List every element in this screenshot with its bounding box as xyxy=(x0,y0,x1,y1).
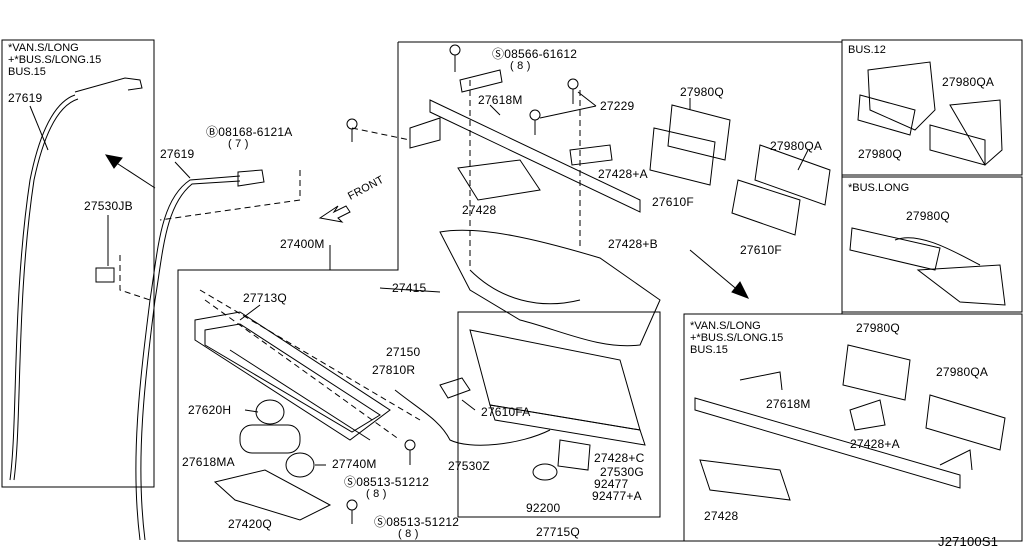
label-27428a: 27428+A xyxy=(598,167,648,181)
label-27980qa-bus12: 27980QA xyxy=(942,75,995,89)
label-27428: 27428 xyxy=(462,203,497,217)
label-27618m: 27618M xyxy=(478,93,523,107)
screws xyxy=(346,44,579,524)
label-27428a-br: 27428+A xyxy=(850,437,900,451)
sub-assembly-frame-27715q xyxy=(457,311,661,518)
label-92477a: 92477+A xyxy=(592,489,642,503)
label-27229: 27229 xyxy=(600,99,635,113)
label-27715q: 27715Q xyxy=(536,525,580,539)
label-27980qa-br: 27980QA xyxy=(936,365,989,379)
label-27530z: 27530Z xyxy=(448,459,490,473)
motor-27740m xyxy=(239,399,315,478)
blower-unit xyxy=(469,329,646,481)
label-27428b: 27428+B xyxy=(608,237,658,251)
callout-lines xyxy=(29,91,809,466)
label-92200: 92200 xyxy=(526,501,561,515)
vent-frames xyxy=(649,104,831,236)
inset-caption-bus-long: *BUS.LONG xyxy=(848,182,910,194)
label-27610f-1: 27610F xyxy=(652,195,694,209)
label-27150: 27150 xyxy=(386,345,421,359)
label-27530g: 27530G xyxy=(600,465,644,479)
label-27530jb: 27530JB xyxy=(84,199,133,213)
label-27428c: 27428+C xyxy=(594,451,645,465)
label-27740m: 27740M xyxy=(332,457,377,471)
label-27610f-2: 27610F xyxy=(740,243,782,257)
label-27428-br: 27428 xyxy=(704,509,739,523)
duct-27415 xyxy=(439,229,661,347)
cover-27420q xyxy=(213,469,332,521)
drain-hose-inset-27619 xyxy=(9,77,143,481)
inset-caption-top-left: *VAN.S/LONG +*BUS.S/LONG.15 BUS.15 xyxy=(8,42,102,78)
front-arrow-icon xyxy=(318,205,351,223)
direction-arrows xyxy=(104,154,750,299)
label-27980qa: 27980QA xyxy=(770,139,823,153)
label-27619: 27619 xyxy=(160,147,195,161)
label-92477: 92477 xyxy=(594,477,629,491)
label-27618m-br: 27618M xyxy=(766,397,811,411)
label-27980q-long: 27980Q xyxy=(906,209,950,223)
brackets-27428 xyxy=(457,144,613,201)
inset-frame-bus-long xyxy=(841,176,1023,313)
label-27620h: 27620H xyxy=(188,403,232,417)
label-screw-08513-b: Ⓢ08513-51212 xyxy=(374,515,460,529)
diagram-id: J27100S1 xyxy=(938,534,999,549)
label-bolt-08168-qty: ( 7 ) xyxy=(228,138,249,150)
inset-caption-bus12: BUS.12 xyxy=(848,44,886,56)
label-27618ma: 27618MA xyxy=(182,455,235,469)
label-27980q: 27980Q xyxy=(680,85,724,99)
clip-27530jb xyxy=(95,215,115,283)
label-screw-08513-a-qty: ( 8 ) xyxy=(366,488,387,500)
label-27713q: 27713Q xyxy=(243,291,287,305)
bus-long-ducts xyxy=(849,227,1006,306)
bus12-ducts xyxy=(857,61,1003,166)
inset-frame-top-left xyxy=(1,39,155,488)
label-27610fa: 27610FA xyxy=(481,405,531,419)
label-bolt-08168: Ⓑ08168-6121A xyxy=(206,125,293,139)
label-screw-08566-qty: ( 8 ) xyxy=(510,60,531,72)
drain-hose-27619 xyxy=(135,169,265,541)
label-27980q-bus12: 27980Q xyxy=(858,147,902,161)
label-27980q-br: 27980Q xyxy=(856,321,900,335)
inset-caption-bottom-right: *VAN.S/LONG +*BUS.S/LONG.15 BUS.15 xyxy=(690,320,784,356)
label-27810r: 27810R xyxy=(372,363,416,377)
main-assembly-frame xyxy=(177,41,843,542)
label-27400m: 27400M xyxy=(280,237,325,251)
label-screw-08513-a: Ⓢ08513-51212 xyxy=(344,475,430,489)
leader-lines xyxy=(119,80,581,441)
label-27619-inset: 27619 xyxy=(8,91,43,105)
bottom-right-assembly xyxy=(694,344,1006,501)
harness-27530z xyxy=(394,377,551,446)
housing-27713q xyxy=(194,311,391,441)
label-screw-08566: Ⓢ08566-61612 xyxy=(492,47,578,61)
label-27420q: 27420Q xyxy=(228,517,272,531)
bracket-27618m xyxy=(409,69,641,213)
label-screw-08513-b-qty: ( 8 ) xyxy=(398,528,419,540)
label-27415: 27415 xyxy=(392,281,427,295)
